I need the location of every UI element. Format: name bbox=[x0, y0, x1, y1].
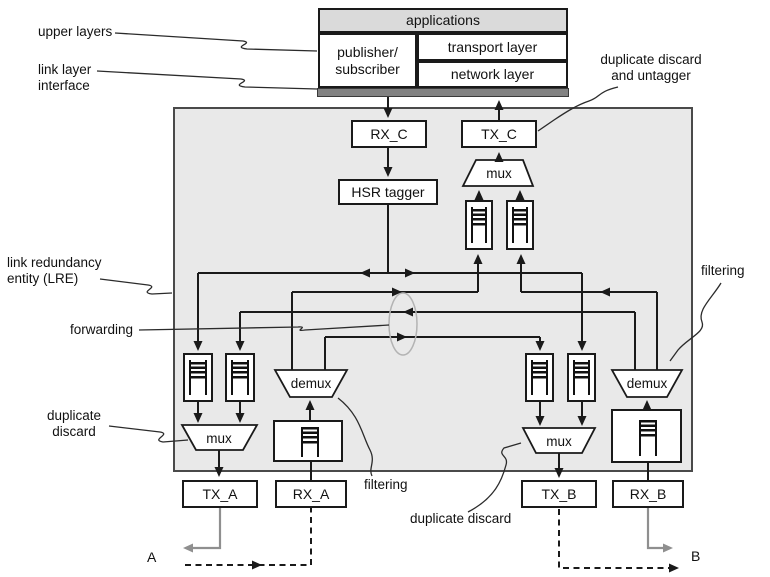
demux-b-shape bbox=[610, 369, 684, 398]
queue-c1 bbox=[465, 200, 493, 250]
transport-layer-label: transport layer bbox=[447, 38, 538, 55]
endpoint-a-label: A bbox=[147, 549, 157, 565]
duplicate-discard-left-label: duplicate discard bbox=[46, 408, 102, 439]
tx-b-out-link bbox=[558, 509, 670, 569]
applications-box: applications bbox=[318, 8, 568, 33]
duplicate-discard-right-label: duplicate discard bbox=[410, 511, 512, 526]
mux-b-shape bbox=[521, 427, 597, 454]
ring-links bbox=[183, 508, 679, 573]
hsr-tagger-box: HSR tagger bbox=[338, 179, 438, 205]
tx-b-box: TX_B bbox=[521, 480, 597, 508]
queue-b1 bbox=[525, 353, 554, 402]
upper-layers-label: upper layers bbox=[38, 24, 113, 39]
applications-label: applications bbox=[406, 12, 480, 29]
link-layer-interface-bar bbox=[317, 88, 569, 97]
bus-lines bbox=[197, 97, 658, 480]
queue-a2 bbox=[225, 353, 255, 402]
forwarding-ellipse bbox=[388, 292, 418, 356]
network-layer-label: network layer bbox=[450, 66, 535, 83]
duplicate-discard-untagger-label: duplicate discard and untagger bbox=[600, 52, 702, 83]
queue-b2 bbox=[567, 353, 596, 402]
rx-c-label: RX_C bbox=[370, 125, 408, 142]
rx-a-filter-queue-box bbox=[273, 420, 343, 462]
rx-a-label: RX_A bbox=[292, 485, 330, 502]
rx-b-label: RX_B bbox=[629, 485, 667, 502]
publisher-subscriber-label: publisher/ subscriber bbox=[335, 44, 400, 77]
publisher-subscriber-box: publisher/ subscriber bbox=[318, 33, 417, 88]
link-layer-interface-label: link layer interface bbox=[38, 62, 92, 93]
mux-c-shape bbox=[461, 159, 535, 187]
network-layer-box: network layer bbox=[417, 61, 568, 88]
tx-b-label: TX_B bbox=[541, 485, 577, 502]
lre-label: link redundancy entity (LRE) bbox=[7, 255, 102, 286]
forwarding-label: forwarding bbox=[70, 322, 134, 337]
queue-c2 bbox=[506, 200, 534, 250]
mux-demux-shapes bbox=[180, 159, 684, 454]
demux-a-shape bbox=[273, 369, 349, 398]
tx-c-box: TX_C bbox=[461, 120, 537, 148]
filtering-right-label: filtering bbox=[701, 263, 745, 278]
tx-c-label: TX_C bbox=[481, 125, 517, 142]
rx-a-in-link bbox=[185, 508, 312, 566]
queue-a1 bbox=[183, 353, 213, 402]
rx-a-box: RX_A bbox=[275, 480, 347, 508]
filtering-left-label: filtering bbox=[364, 477, 408, 492]
endpoint-b-label: B bbox=[691, 548, 701, 564]
transport-layer-box: transport layer bbox=[417, 33, 568, 61]
tx-a-label: TX_A bbox=[202, 485, 238, 502]
hsr-tagger-label: HSR tagger bbox=[351, 183, 425, 200]
rx-b-link bbox=[646, 508, 664, 550]
rx-c-box: RX_C bbox=[351, 120, 427, 148]
tx-a-box: TX_A bbox=[182, 480, 258, 508]
callout-lines bbox=[96, 32, 722, 513]
rx-b-filter-queue-box bbox=[611, 409, 682, 463]
arrowheads bbox=[193, 100, 652, 478]
rx-b-box: RX_B bbox=[612, 480, 684, 508]
mux-a-shape bbox=[180, 424, 259, 451]
tx-a-out-link bbox=[192, 508, 222, 550]
